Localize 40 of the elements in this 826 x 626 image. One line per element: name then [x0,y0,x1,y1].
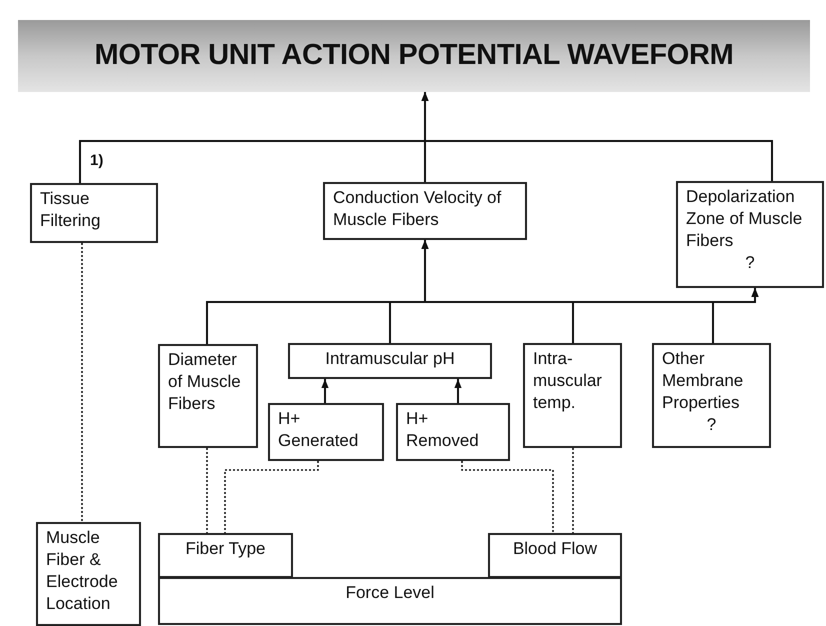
node-label: Intra-muscular temp. [533,348,603,414]
title: MOTOR UNIT ACTION POTENTIAL WAVEFORM [94,38,734,74]
factor-box [268,403,384,461]
title-banner [18,20,810,92]
node-label: Blood Flow [512,538,598,560]
node-label: Tissue Filtering [40,188,102,232]
dotted-line [461,461,554,533]
factor-box [652,343,771,448]
callout-number: 1) [90,151,104,171]
factor-box [158,344,258,448]
node-label: ? [706,414,718,436]
factor-box [30,183,158,243]
factor-box [396,403,510,461]
node-label: H+ Removed [406,408,480,452]
dotted-line [224,461,319,533]
factor-box [288,343,492,379]
factor-box [36,522,141,626]
arrow [421,92,773,181]
factor-box [676,181,824,288]
node-label: Muscle Fiber & Electrode Location [46,527,119,615]
node-label: Other Membrane Properties [662,348,744,414]
arrow [712,288,759,343]
node-label: H+ Generated [278,408,360,452]
node-label: Force Level [344,582,436,604]
factor-box [158,577,622,625]
node-label: Intramuscular pH [324,348,456,370]
arrow [321,379,329,403]
node-label: Depolarization Zone of Muscle Fibers [686,186,804,252]
arrow [454,379,462,403]
dotted-line [206,448,208,533]
factor-box [158,533,293,578]
node-label: Fiber Type [184,538,266,560]
factor-box [488,533,622,578]
dotted-line [572,448,574,533]
node-label: Conduction Velocity of Muscle Fibers [333,187,502,231]
dotted-line [81,243,83,522]
factor-box [523,343,622,448]
node-label: ? [744,252,756,274]
node-label: Diameter of Muscle Fibers [168,349,242,415]
factor-box [323,182,527,240]
